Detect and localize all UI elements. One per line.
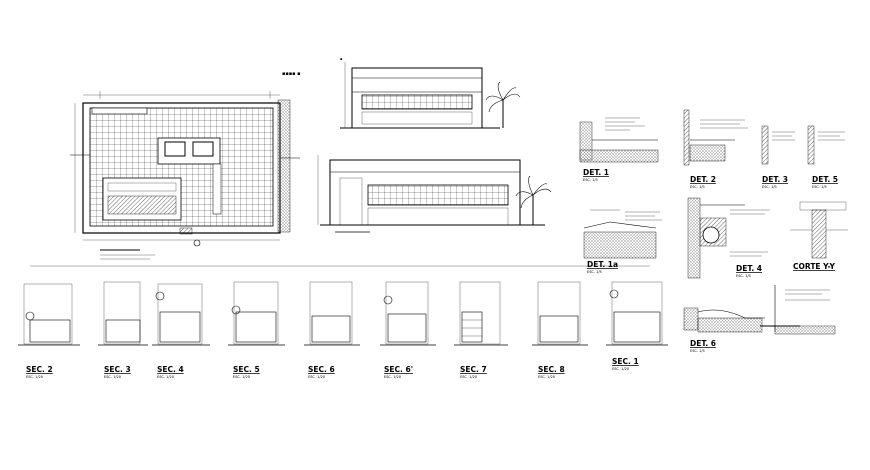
detail-label: DET. 6 xyxy=(690,339,716,348)
detail-corte-y-y: CORTE Y-Y xyxy=(790,201,848,271)
detail-scale: ESC. 1/5 xyxy=(587,270,602,274)
detail-det-1: DET. 1 ESC. 1/5 xyxy=(579,117,659,182)
detail-scale: ESC. 1/5 xyxy=(812,185,827,189)
detail-scale: ESC. 1/5 xyxy=(690,349,705,353)
section-sec-8: SEC. 8 ESC. 1/20 xyxy=(532,281,588,379)
section-label: SEC. 6' xyxy=(384,365,413,374)
section-sec-4: SEC. 4 ESC. 1/20 xyxy=(152,283,210,379)
detail-det-2: DET. 2 ESC. 1/5 xyxy=(683,109,748,189)
detail-det-3: DET. 3 ESC. 1/5 xyxy=(761,125,795,189)
section-label: SEC. 1 xyxy=(612,357,639,366)
section-sec-3: SEC. 3 ESC. 1/20 xyxy=(98,281,148,379)
detail-label: DET. 5 xyxy=(812,175,838,184)
elevation-bottom xyxy=(317,155,552,233)
section-sec-5: SEC. 5 ESC. 1/20 xyxy=(228,281,285,379)
detail-det-6: DET. 6 ESC. 1/5 xyxy=(683,285,836,353)
section-scale: ESC. 1/20 xyxy=(460,375,477,379)
section-label: SEC. 8 xyxy=(538,365,565,374)
section-sec-7: SEC. 7 ESC. 1/20 xyxy=(454,281,508,379)
section-scale: ESC. 1/20 xyxy=(104,375,121,379)
section-scale: ESC. 1/20 xyxy=(538,375,555,379)
detail-label: DET. 4 xyxy=(736,264,762,273)
detail-scale: ESC. 1/5 xyxy=(583,178,598,182)
detail-scale: ESC. 1/5 xyxy=(762,185,777,189)
section-sec-2: SEC. 2 ESC. 1/20 xyxy=(18,283,80,379)
detail-det-5: DET. 5 ESC. 1/5 xyxy=(807,125,845,189)
section-label: SEC. 2 xyxy=(26,365,53,374)
detail-label: DET. 1 xyxy=(583,168,609,177)
palm-tree-icon xyxy=(515,175,552,225)
detail-det-4: DET. 4 ESC. 1/5 xyxy=(687,197,770,279)
elevation-top: ▪ xyxy=(340,57,521,129)
palm-tree-icon xyxy=(485,81,521,128)
section-scale: ESC. 1/20 xyxy=(157,375,174,379)
section-scale: ESC. 1/20 xyxy=(384,375,401,379)
section-sec-6-prime: SEC. 6' ESC. 1/20 xyxy=(380,281,436,379)
section-sec-6: SEC. 6 ESC. 1/20 xyxy=(304,281,360,379)
floor-plan: ▪▪▪▪ ▪ xyxy=(70,71,301,260)
section-label: SEC. 4 xyxy=(157,365,184,374)
section-scale: ESC. 1/20 xyxy=(233,375,250,379)
svg-text:▪▪▪▪ ▪: ▪▪▪▪ ▪ xyxy=(282,71,301,77)
section-scale: ESC. 1/20 xyxy=(26,375,43,379)
detail-label: DET. 1a xyxy=(587,260,618,269)
section-label: SEC. 5 xyxy=(233,365,260,374)
detail-label: CORTE Y-Y xyxy=(793,262,836,271)
detail-scale: ESC. 1/5 xyxy=(690,185,705,189)
detail-label: DET. 3 xyxy=(762,175,788,184)
section-sec-1: SEC. 1 ESC. 1/20 xyxy=(606,281,668,371)
section-label: SEC. 6 xyxy=(308,365,335,374)
sections-row: SEC. 2 ESC. 1/20 SEC. 3 ESC. 1/20 SEC. 4… xyxy=(18,265,668,379)
detail-scale: ESC. 1/5 xyxy=(736,274,751,278)
section-label: SEC. 3 xyxy=(104,365,131,374)
section-label: SEC. 7 xyxy=(460,365,487,374)
section-scale: ESC. 1/20 xyxy=(308,375,325,379)
detail-label: DET. 2 xyxy=(690,175,716,184)
section-scale: ESC. 1/20 xyxy=(612,367,629,371)
svg-text:▪: ▪ xyxy=(340,57,343,61)
detail-det-1a: DET. 1a ESC. 1/5 xyxy=(583,209,662,274)
